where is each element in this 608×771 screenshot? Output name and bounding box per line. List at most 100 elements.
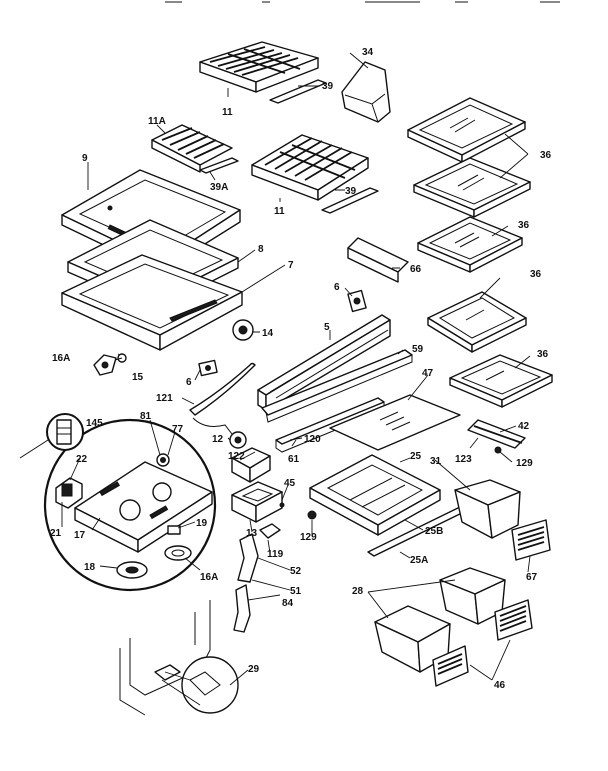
label-51: 51 bbox=[290, 586, 302, 597]
label-67: 67 bbox=[526, 572, 538, 583]
label-47: 47 bbox=[422, 368, 434, 379]
drain-tube bbox=[189, 362, 256, 416]
air-duct-housing bbox=[231, 481, 283, 523]
crisper-frame bbox=[309, 454, 441, 536]
shelf-support-strip bbox=[261, 349, 413, 423]
label-77: 77 bbox=[172, 424, 184, 435]
small-circle-145 bbox=[19, 413, 84, 459]
label-13: 13 bbox=[246, 528, 258, 539]
wire-shelf-small bbox=[151, 124, 233, 173]
wire-shelf-top bbox=[199, 41, 319, 93]
control-knob bbox=[232, 319, 254, 341]
gasket-16a bbox=[164, 545, 192, 561]
drawer-front-67 bbox=[511, 519, 551, 561]
label-15: 15 bbox=[132, 372, 144, 383]
leader-lines bbox=[61, 52, 531, 686]
glass-shelf-3 bbox=[417, 216, 523, 273]
damper-assembly bbox=[93, 354, 117, 376]
door-bin-small bbox=[341, 61, 391, 123]
label-16a-lower: 16A bbox=[200, 572, 218, 583]
label-46: 46 bbox=[494, 680, 506, 691]
fan-motor bbox=[229, 431, 247, 449]
label-5: 5 bbox=[324, 322, 330, 333]
shelf-trim-middle bbox=[321, 187, 379, 214]
label-29: 29 bbox=[248, 664, 260, 675]
light-socket-upper bbox=[347, 289, 367, 313]
crisper-glass-cover bbox=[329, 394, 461, 451]
cover-trim bbox=[467, 419, 526, 449]
wire-shelf-middle bbox=[251, 134, 369, 201]
screw-right bbox=[494, 446, 502, 454]
label-14: 14 bbox=[262, 328, 274, 339]
label-9: 9 bbox=[82, 153, 88, 164]
damper-spring bbox=[114, 353, 127, 363]
drawer-front-46-right bbox=[494, 599, 533, 641]
label-12: 12 bbox=[212, 434, 224, 445]
crisper-pan-31 bbox=[454, 479, 521, 539]
label-66: 66 bbox=[410, 264, 422, 275]
part-number-labels: 11 39 34 11A 39A 11 39 9 8 7 14 36 36 36… bbox=[50, 47, 552, 691]
label-39-top: 39 bbox=[322, 81, 334, 92]
label-6-lower: 6 bbox=[186, 377, 192, 388]
label-42: 42 bbox=[518, 421, 530, 432]
crisper-pan-28-left bbox=[374, 605, 451, 673]
label-119: 119 bbox=[267, 549, 284, 560]
glass-shelf-4 bbox=[427, 291, 527, 353]
label-25b: 25B bbox=[425, 526, 443, 537]
air-duct-upper bbox=[237, 533, 259, 583]
label-81: 81 bbox=[140, 411, 152, 422]
label-18: 18 bbox=[84, 562, 96, 573]
label-11-mid: 11 bbox=[274, 206, 285, 217]
label-129-left: 129 bbox=[300, 532, 317, 543]
sensor-detail bbox=[167, 525, 181, 535]
glass-shelf-1 bbox=[407, 97, 526, 163]
air-duct-lower bbox=[233, 584, 251, 633]
label-25a: 25A bbox=[410, 555, 428, 566]
label-25: 25 bbox=[410, 451, 422, 462]
label-36-1: 36 bbox=[540, 150, 552, 161]
label-21: 21 bbox=[50, 528, 62, 539]
glass-shelf-2 bbox=[413, 157, 531, 218]
label-28: 28 bbox=[352, 586, 364, 597]
label-120: 120 bbox=[304, 434, 321, 445]
control-housing-rail bbox=[257, 314, 391, 411]
gasket-18 bbox=[116, 561, 148, 579]
label-123: 123 bbox=[455, 454, 472, 465]
label-84: 84 bbox=[282, 598, 294, 609]
label-129-right: 129 bbox=[516, 458, 533, 469]
light-switch-lower bbox=[198, 359, 218, 377]
label-39a: 39A bbox=[210, 182, 228, 193]
label-6-upper: 6 bbox=[334, 282, 340, 293]
label-8: 8 bbox=[258, 244, 264, 255]
label-19: 19 bbox=[196, 518, 208, 529]
thermostat-detail bbox=[55, 477, 83, 509]
label-122: 122 bbox=[228, 451, 245, 462]
label-34: 34 bbox=[362, 47, 374, 58]
damper-flap bbox=[259, 523, 281, 539]
label-36-3: 36 bbox=[530, 269, 542, 280]
label-36-2: 36 bbox=[518, 220, 530, 231]
defrost-timer-detail bbox=[156, 453, 170, 467]
glass-shelf-5 bbox=[449, 354, 553, 408]
label-59: 59 bbox=[412, 344, 424, 355]
label-7: 7 bbox=[288, 260, 294, 271]
label-61: 61 bbox=[288, 454, 300, 465]
screw-129-left bbox=[307, 510, 317, 520]
label-11a: 11A bbox=[148, 116, 166, 127]
drawer-front-46-left bbox=[432, 645, 469, 687]
label-31: 31 bbox=[430, 456, 442, 467]
label-36-4: 36 bbox=[537, 349, 549, 360]
label-45: 45 bbox=[284, 478, 296, 489]
freezer-base-shelf bbox=[61, 254, 243, 351]
label-121: 121 bbox=[156, 393, 173, 404]
wire-lead bbox=[192, 417, 236, 439]
cabinet-corner bbox=[119, 600, 239, 716]
label-39-mid: 39 bbox=[345, 186, 357, 197]
screw-45 bbox=[279, 502, 285, 508]
shelf-trim-small bbox=[199, 157, 239, 174]
shelf-bracket bbox=[347, 237, 409, 283]
label-52: 52 bbox=[290, 566, 302, 577]
label-17: 17 bbox=[74, 530, 86, 541]
label-11-top: 11 bbox=[222, 107, 233, 118]
